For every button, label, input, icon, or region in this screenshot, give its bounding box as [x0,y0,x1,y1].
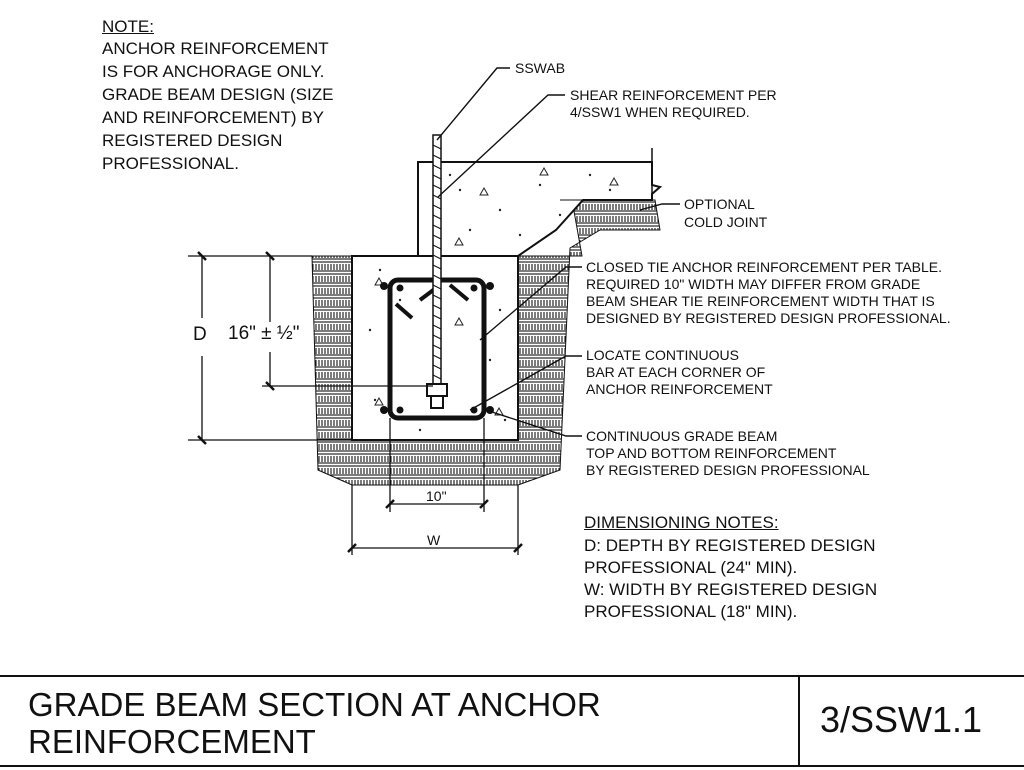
note-line: GRADE BEAM DESIGN (SIZE [102,85,334,104]
callout-continuous-bar-line: ANCHOR REINFORCEMENT [586,381,773,397]
leader-continuous-bar [469,355,582,411]
width-label: W [427,532,441,548]
callout-closed-tie-line: REQUIRED 10" WIDTH MAY DIFFER FROM GRADE [586,276,921,292]
note-heading: NOTE: [102,17,154,36]
callout-shear-line: SHEAR REINFORCEMENT PER [570,87,777,103]
detail-title-line: REINFORCEMENT [28,723,316,760]
detail-title-line: GRADE BEAM SECTION AT ANCHOR [28,686,601,723]
depth-label: D [193,324,207,345]
leader-sswab [436,67,510,141]
dimensioning-note-line: D: DEPTH BY REGISTERED DESIGN [584,536,876,555]
note-line: PROFESSIONAL. [102,154,239,173]
callout-continuous-bar-line: LOCATE CONTINUOUS [586,347,739,363]
leader-closed-tie [479,266,582,341]
callout-shear-line: 4/SSW1 WHEN REQUIRED. [570,104,750,120]
title-block: GRADE BEAM SECTION AT ANCHOR REINFORCEME… [0,675,1024,767]
leader-grade-beam [491,411,582,437]
dimensioning-note-line: PROFESSIONAL (18" MIN). [584,602,798,621]
note-line: ANCHOR REINFORCEMENT [102,39,329,58]
callout-closed-tie-line: CLOSED TIE ANCHOR REINFORCEMENT PER TABL… [586,259,943,275]
tie-width-label: 10" [426,488,447,504]
callout-continuous-bar-line: BAR AT EACH CORNER OF [586,364,766,380]
concrete-stipple [368,166,619,432]
embed-depth-label: 16" ± ½" [228,323,300,344]
sheet-reference: 3/SSW1.1 [820,699,983,740]
anchor-rod [426,134,448,409]
callout-closed-tie-line: DESIGNED BY REGISTERED DESIGN PROFESSION… [586,310,951,326]
dimensioning-note-line: W: WIDTH BY REGISTERED DESIGN [584,580,878,599]
note-line: IS FOR ANCHORAGE ONLY. [102,62,325,81]
callout-closed-tie-line: BEAM SHEAR TIE REINFORCEMENT WIDTH THAT … [586,293,935,309]
leader-cold-joint [639,203,680,211]
note-line: AND REINFORCEMENT) BY [102,108,324,127]
note-line: REGISTERED DESIGN [102,131,283,150]
callout-sswab: SSWAB [515,60,566,76]
callout-grade-beam-line: TOP AND BOTTOM REINFORCEMENT [586,445,837,461]
callout-grade-beam-line: CONTINUOUS GRADE BEAM [586,428,778,444]
title-divider [798,677,800,765]
callout-grade-beam-line: BY REGISTERED DESIGN PROFESSIONAL [586,462,870,478]
detail-title: GRADE BEAM SECTION AT ANCHOR REINFORCEME… [28,686,601,760]
leader-shear [437,94,565,198]
callout-cold-joint-line: COLD JOINT [684,214,768,230]
callout-cold-joint-line: OPTIONAL [684,196,755,212]
dimensioning-notes-heading: DIMENSIONING NOTES: [584,513,779,532]
dimensioning-note-line: PROFESSIONAL (24" MIN). [584,558,798,577]
